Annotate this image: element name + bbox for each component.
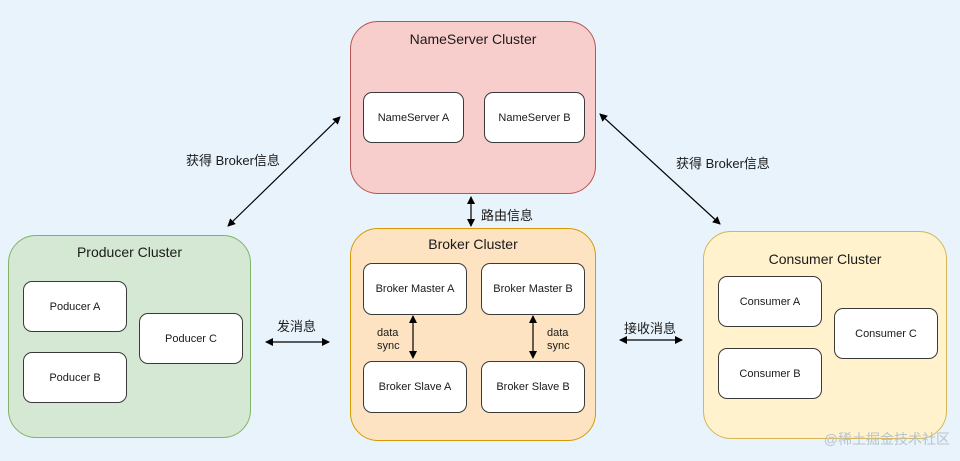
sync-label-a-line2: sync — [377, 340, 400, 352]
producer-b-node: Poducer B — [23, 352, 127, 403]
label-producer-broker: 发消息 — [277, 319, 317, 334]
arrow-consumer-nameserver — [599, 113, 721, 225]
watermark: @稀土掘金技术社区 — [823, 431, 950, 447]
sync-label-b-line2: sync — [547, 340, 570, 352]
nameserver-cluster: NameServer Cluster NameServer A NameServ… — [350, 21, 596, 194]
producer-c-node: Poducer C — [139, 313, 243, 364]
consumer-a-node: Consumer A — [718, 276, 822, 327]
nameserver-a-node: NameServer A — [363, 92, 464, 143]
broker-master-a-node: Broker Master A — [363, 263, 467, 315]
broker-master-b-node: Broker Master B — [481, 263, 585, 315]
label-broker-nameserver: 路由信息 — [481, 208, 534, 223]
consumer-c-node: Consumer C — [834, 308, 938, 359]
sync-label-b: data sync — [547, 327, 570, 353]
broker-slave-a-node: Broker Slave A — [363, 361, 467, 413]
broker-slave-b-node: Broker Slave B — [481, 361, 585, 413]
producer-cluster: Producer Cluster Poducer A Poducer B Pod… — [8, 235, 251, 438]
producer-cluster-title: Producer Cluster — [76, 244, 183, 260]
broker-cluster-title: Broker Cluster — [428, 236, 518, 252]
arrow-producer-nameserver — [227, 116, 341, 227]
label-consumer-nameserver: 获得 Broker信息 — [676, 156, 770, 171]
nameserver-cluster-title: NameServer Cluster — [409, 31, 537, 47]
sync-label-b-line1: data — [547, 327, 569, 339]
nameserver-b-node: NameServer B — [484, 92, 585, 143]
consumer-cluster: Consumer Cluster Consumer A Consumer B C… — [703, 231, 947, 439]
sync-label-a-line1: data — [377, 327, 399, 339]
producer-a-node: Poducer A — [23, 281, 127, 332]
label-producer-nameserver: 获得 Broker信息 — [186, 153, 280, 168]
consumer-cluster-title: Consumer Cluster — [768, 251, 882, 267]
broker-cluster: Broker Cluster Broker Master A Broker Ma… — [350, 228, 596, 441]
consumer-b-node: Consumer B — [718, 348, 822, 399]
label-broker-consumer: 接收消息 — [624, 321, 677, 336]
sync-label-a: data sync — [377, 327, 400, 353]
